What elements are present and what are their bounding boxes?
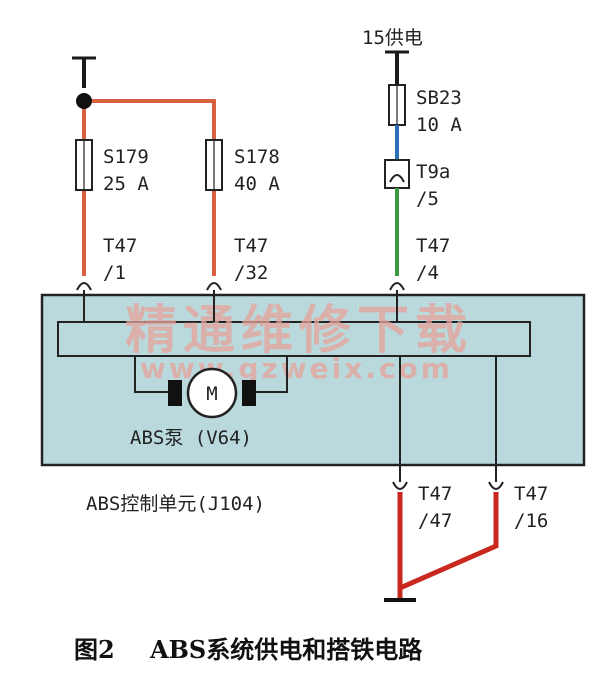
fuse-sb23-name: SB23 [416,87,462,109]
abs-unit-label: ABS控制单元(J104) [86,493,265,515]
motor-symbol: M [206,383,217,405]
pin-t47-4 [389,282,405,291]
ground-wire-16 [398,492,499,591]
fuse-s179-name: S179 [103,146,149,168]
figure-number: 图2 [74,635,115,664]
figure-title: ABS系统供电和搭铁电路 [149,635,423,664]
pin-t47-16 [488,481,504,490]
pin-t47-16-num: /16 [514,510,548,532]
fuse-s179-rating: 25 A [103,173,149,195]
wire-s178-feed [84,99,216,140]
pin-t47-1-num: /1 [103,262,126,284]
pin-t47-4-name: T47 [416,235,450,257]
pin-t47-32-name: T47 [234,235,268,257]
pin-t47-32 [206,282,222,291]
internal-bus-bar [57,321,531,357]
terminal-15-label: 15供电 [362,27,423,49]
pin-t47-32-num: /32 [234,262,268,284]
pin-t47-1 [76,282,92,291]
pin-t47-47 [392,481,408,490]
connector-t9a-pin: /5 [416,188,439,210]
fuse-s178-rating: 40 A [234,173,280,195]
connector-t9a-name: T9a [416,161,450,183]
pin-t47-4-num: /4 [416,262,439,284]
fuse-s178-name: S178 [234,146,280,168]
pin-t47-1-name: T47 [103,235,137,257]
pin-t47-47-num: /47 [418,510,452,532]
pin-t47-16-name: T47 [514,483,548,505]
fuse-sb23-rating: 10 A [416,114,462,136]
motor-label: ABS泵 (V64) [130,427,252,449]
motor-wire-right [256,356,288,393]
motor-icon [186,367,238,419]
watermark-url: www.gzweix.com [140,352,453,385]
watermark-cn: 精通维修下载 [125,300,473,361]
pin-t47-47-name: T47 [418,483,452,505]
motor-wire-left [134,356,168,393]
junction-dot [76,93,92,109]
